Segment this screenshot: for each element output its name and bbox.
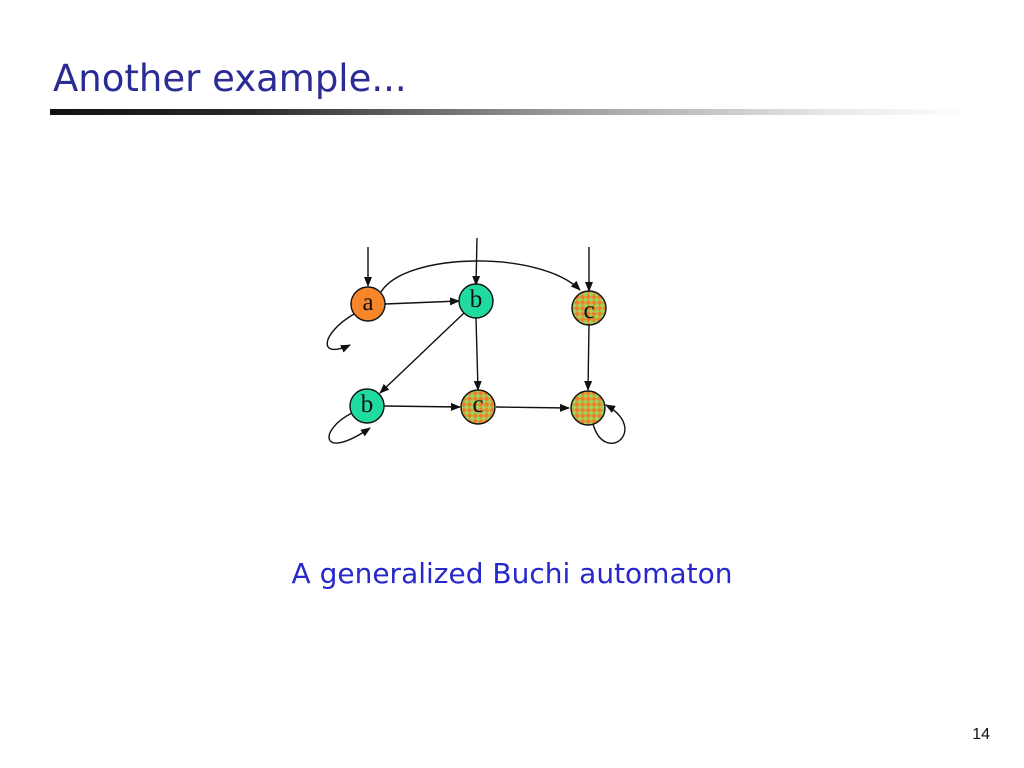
state-s4-label: b bbox=[361, 391, 374, 418]
transition-s4-s4 bbox=[328, 412, 371, 444]
state-s2-label: b bbox=[470, 286, 483, 313]
state-s3: c bbox=[571, 290, 607, 326]
transition-s2-s5 bbox=[473, 317, 482, 391]
transition-s5-s6 bbox=[495, 403, 570, 412]
state-s1-label: a bbox=[362, 289, 373, 316]
state-s4: b bbox=[349, 388, 385, 424]
transition-s1-s1 bbox=[326, 313, 355, 353]
state-s3-label: c bbox=[583, 297, 594, 324]
transition-s2-s4 bbox=[379, 312, 465, 394]
transition-s1-s3 bbox=[380, 260, 581, 293]
state-s1: a bbox=[350, 286, 386, 322]
state-s5: c bbox=[460, 389, 496, 425]
transition-s1-s2 bbox=[384, 297, 460, 306]
state-s6 bbox=[570, 390, 606, 426]
transition-s6-s6 bbox=[592, 404, 626, 444]
title-underline bbox=[50, 109, 970, 115]
slide-title: Another example... bbox=[53, 57, 407, 100]
slide-caption: A generalized Buchi automaton bbox=[291, 557, 733, 590]
transition-s3-s6 bbox=[584, 324, 593, 391]
state-s5-label: c bbox=[472, 391, 483, 418]
transition-s4-s5 bbox=[383, 402, 461, 411]
page-number: 14 bbox=[972, 726, 990, 743]
state-s2: b bbox=[458, 283, 494, 319]
